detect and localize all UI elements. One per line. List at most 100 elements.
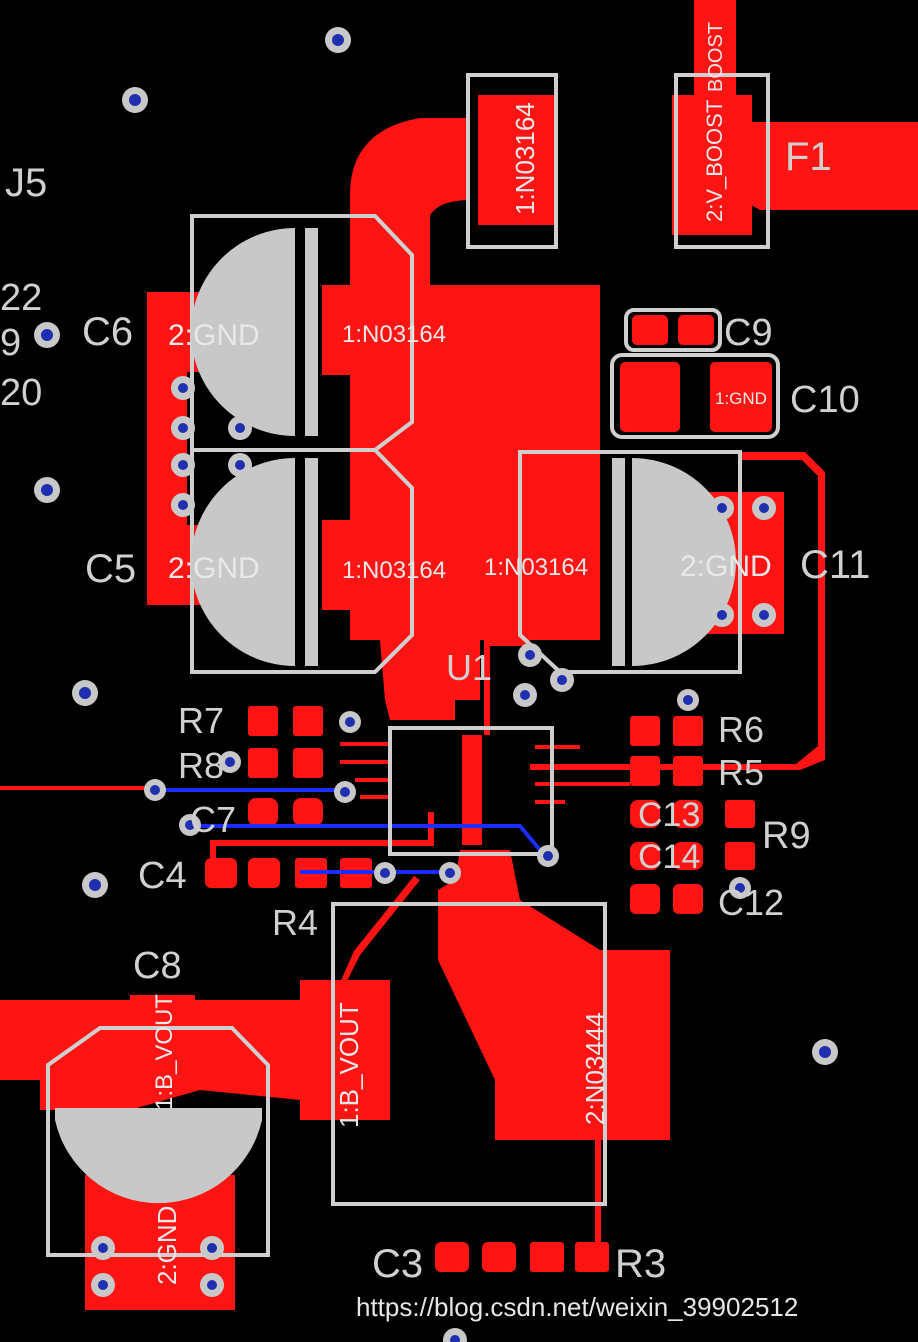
pad-c4-b [248, 858, 280, 888]
pad-r5-a [630, 756, 660, 786]
pad-label-f1: 2:V_BOOST [702, 100, 727, 222]
pad-labels: 2:GND 1:N03164 2:GND 1:N03164 1:N03164 2… [151, 22, 772, 1285]
designator-c12: C12 [718, 882, 784, 923]
outline-c9 [624, 308, 722, 352]
pad-c12-a [630, 884, 660, 914]
pad-r7-a [248, 706, 278, 736]
copper-pad-c9-b [678, 315, 714, 345]
copper-trace-u1-r1 [535, 745, 580, 749]
pad-r3-b [575, 1242, 609, 1272]
pad-c13-a [630, 800, 660, 828]
copper-pad-c6-net [322, 285, 412, 375]
designator-f1: F1 [785, 135, 832, 179]
designator-c5: C5 [85, 547, 136, 591]
pad-c14-a [630, 842, 660, 870]
pad-c3-b [482, 1242, 516, 1272]
pad-r9-a [725, 800, 755, 828]
pad-label-inductor-vout: 1:B_VOUT [334, 1002, 364, 1128]
pad-label-c5-gnd: 2:GND [168, 552, 260, 585]
designator-c13: C13 [638, 796, 700, 834]
copper-trace-u1-l4 [360, 795, 388, 799]
silkscreen-outlines [46, 73, 780, 1257]
copper-u1-center [462, 735, 482, 845]
designator-edge-20: 20 [0, 372, 42, 414]
designator-r7: R7 [178, 700, 224, 741]
outline-c5 [190, 448, 414, 674]
watermark-url: https://blog.csdn.net/weixin_39902512 [356, 1292, 798, 1322]
copper-trace-u1-l2 [340, 760, 388, 764]
designators: J5 22 9 20 C6 C5 F1 C9 C10 C11 U1 R7 R8 … [0, 135, 870, 1286]
pad-label-c10-gnd: 1:GND [715, 389, 767, 408]
designator-r6: R6 [718, 709, 764, 750]
copper-trace-inductor-left [339, 876, 420, 985]
copper-pad-diode [478, 95, 558, 225]
cap-body-c11 [612, 458, 736, 666]
cap-body-c8 [55, 1108, 262, 1204]
designator-r5: R5 [718, 752, 764, 793]
copper-pour-f1 [742, 122, 918, 210]
pad-c12-b [673, 884, 703, 914]
pad-r6-a [630, 716, 660, 746]
designator-r8: R8 [178, 745, 224, 786]
designator-r3: R3 [615, 1242, 666, 1286]
copper-trace-r3 [595, 1130, 601, 1250]
designator-c11: C11 [800, 543, 870, 587]
copper-pad-c9-a [632, 315, 668, 345]
designator-edge-22: 22 [0, 277, 42, 319]
pad-label-c5-net: 1:N03164 [342, 557, 446, 584]
copper-pour-lower [438, 850, 670, 1140]
pad-label-c8-vout: 1:B_VOUT [151, 994, 178, 1110]
copper-trace-u1-l3 [355, 778, 388, 782]
blue-trace-2 [185, 824, 547, 858]
cap-bodies [55, 228, 736, 1204]
pad-c13-b [673, 800, 703, 828]
designator-u1: U1 [446, 647, 492, 688]
outline-inductor [331, 902, 607, 1206]
pad-label-f1-edge: BOOST [705, 22, 727, 92]
pad-label-c6-net: 1:N03164 [342, 321, 446, 348]
pad-c7-a [248, 798, 278, 826]
copper-trace-curve [350, 118, 470, 300]
cap-body-c5 [191, 458, 318, 666]
pad-label-c8-gnd: 2:GND [152, 1206, 182, 1285]
copper-pad-f1 [672, 95, 752, 235]
pad-label-diode: 1:N03164 [510, 102, 540, 215]
designator-j5: J5 [5, 161, 47, 205]
copper-trace-u1-l1 [340, 742, 388, 746]
pad-r8-b [293, 748, 323, 778]
pad-label-c11-net: 1:N03164 [484, 554, 588, 581]
designator-c7: C7 [190, 799, 236, 840]
copper-trace-input [0, 786, 150, 790]
outline-u1 [388, 726, 554, 856]
designator-c10: C10 [790, 379, 860, 421]
bottom-layer-traces [150, 788, 547, 874]
pad-r6-b [673, 716, 703, 746]
pad-c4-a [205, 858, 237, 888]
cap-body-c6 [191, 228, 318, 436]
outline-f1 [674, 73, 770, 249]
copper-pad-c10-b [710, 362, 772, 432]
pad-r7-b [293, 706, 323, 736]
pad-label-c11-gnd: 2:GND [680, 550, 772, 583]
outline-c10 [610, 353, 780, 439]
copper-pad-c10-a [620, 362, 680, 432]
pad-c14-b [673, 842, 703, 870]
designator-c6: C6 [82, 310, 133, 354]
pad-label-inductor-net: 2:N03444 [580, 1012, 610, 1125]
outline-diode [466, 73, 558, 249]
designator-c14: C14 [638, 838, 700, 876]
pad-r9-b [725, 842, 755, 870]
designator-r9: R9 [762, 815, 811, 857]
designator-c4: C4 [138, 855, 187, 897]
designator-edge-9: 9 [0, 322, 21, 364]
copper-pad-c5-net [322, 520, 412, 610]
copper-trace-u1-up [484, 640, 530, 735]
designator-r4: R4 [272, 902, 318, 943]
pad-r8-a [248, 748, 278, 778]
vias [34, 27, 838, 1342]
designator-c3: C3 [372, 1242, 423, 1286]
outline-c11 [518, 450, 742, 674]
designator-c8: C8 [133, 945, 182, 987]
designator-c9: C9 [724, 312, 773, 354]
